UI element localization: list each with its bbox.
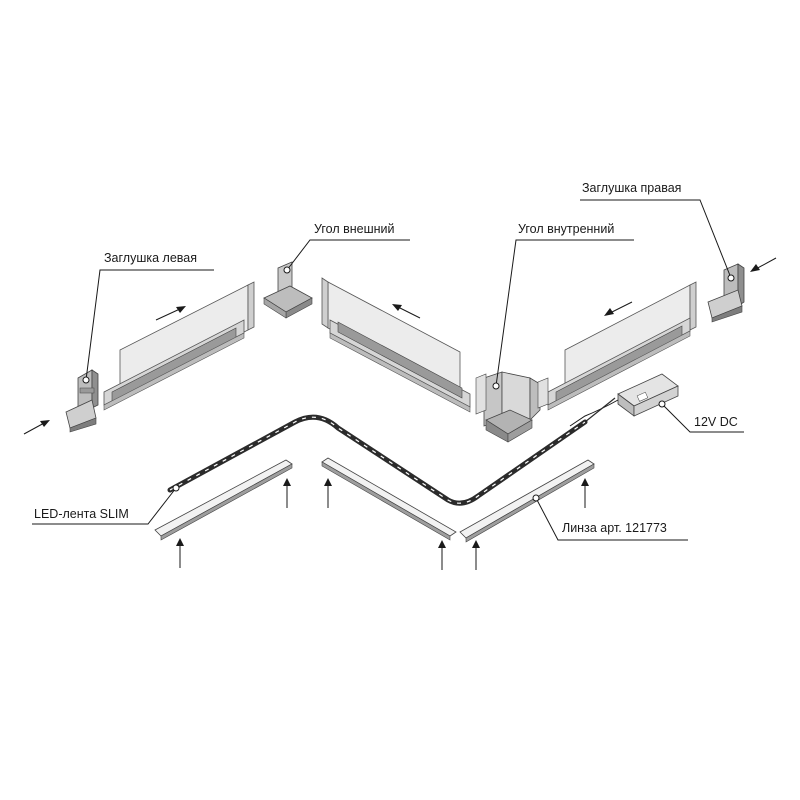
label-led-strip: LED-лента SLIM: [34, 507, 129, 521]
label-power-supply: 12V DC: [694, 415, 738, 429]
callout-led-strip: LED-лента SLIM: [32, 484, 180, 525]
inner-corner-part: [475, 371, 549, 443]
slide-arrow-left-profile: [155, 306, 186, 321]
power-supply-part: [569, 373, 679, 427]
end-cap-right-part: [707, 263, 745, 323]
label-end-cap-right: Заглушка правая: [582, 181, 681, 195]
lens-left: [154, 459, 293, 541]
label-inner-corner: Угол внутренний: [518, 222, 614, 236]
led-strip-part: [167, 397, 616, 506]
insert-arrow-end-cap-left: [23, 420, 50, 435]
label-outer-corner: Угол внешний: [314, 222, 395, 236]
up-arrow-4: [438, 540, 446, 570]
lens-right: [459, 459, 595, 543]
lens-middle: [321, 457, 457, 541]
outer-corner-part: [263, 261, 313, 319]
callout-power-supply: 12V DC: [658, 400, 744, 433]
end-cap-left-part: [65, 369, 99, 433]
up-arrow-3: [324, 478, 332, 508]
label-end-cap-left: Заглушка левая: [104, 251, 197, 265]
slide-arrow-right-profile: [604, 301, 633, 316]
callout-lens: Линза арт. 121773: [532, 494, 688, 541]
up-arrow-1: [176, 538, 184, 568]
insert-arrow-end-cap-right: [750, 257, 777, 272]
callout-inner-corner: Угол внутренний: [492, 222, 634, 390]
label-lens: Линза арт. 121773: [562, 521, 667, 535]
slide-arrow-middle-profile: [392, 304, 421, 319]
callout-end-cap-left: Заглушка левая: [82, 251, 214, 384]
profile-middle: [321, 277, 471, 413]
up-arrow-5: [472, 540, 480, 570]
callout-end-cap-right: Заглушка правая: [580, 181, 735, 282]
profile-right: [547, 281, 697, 411]
up-arrow-6: [581, 478, 589, 508]
profile-left: [103, 281, 255, 411]
up-arrow-2: [283, 478, 291, 508]
callout-outer-corner: Угол внешний: [283, 222, 410, 274]
